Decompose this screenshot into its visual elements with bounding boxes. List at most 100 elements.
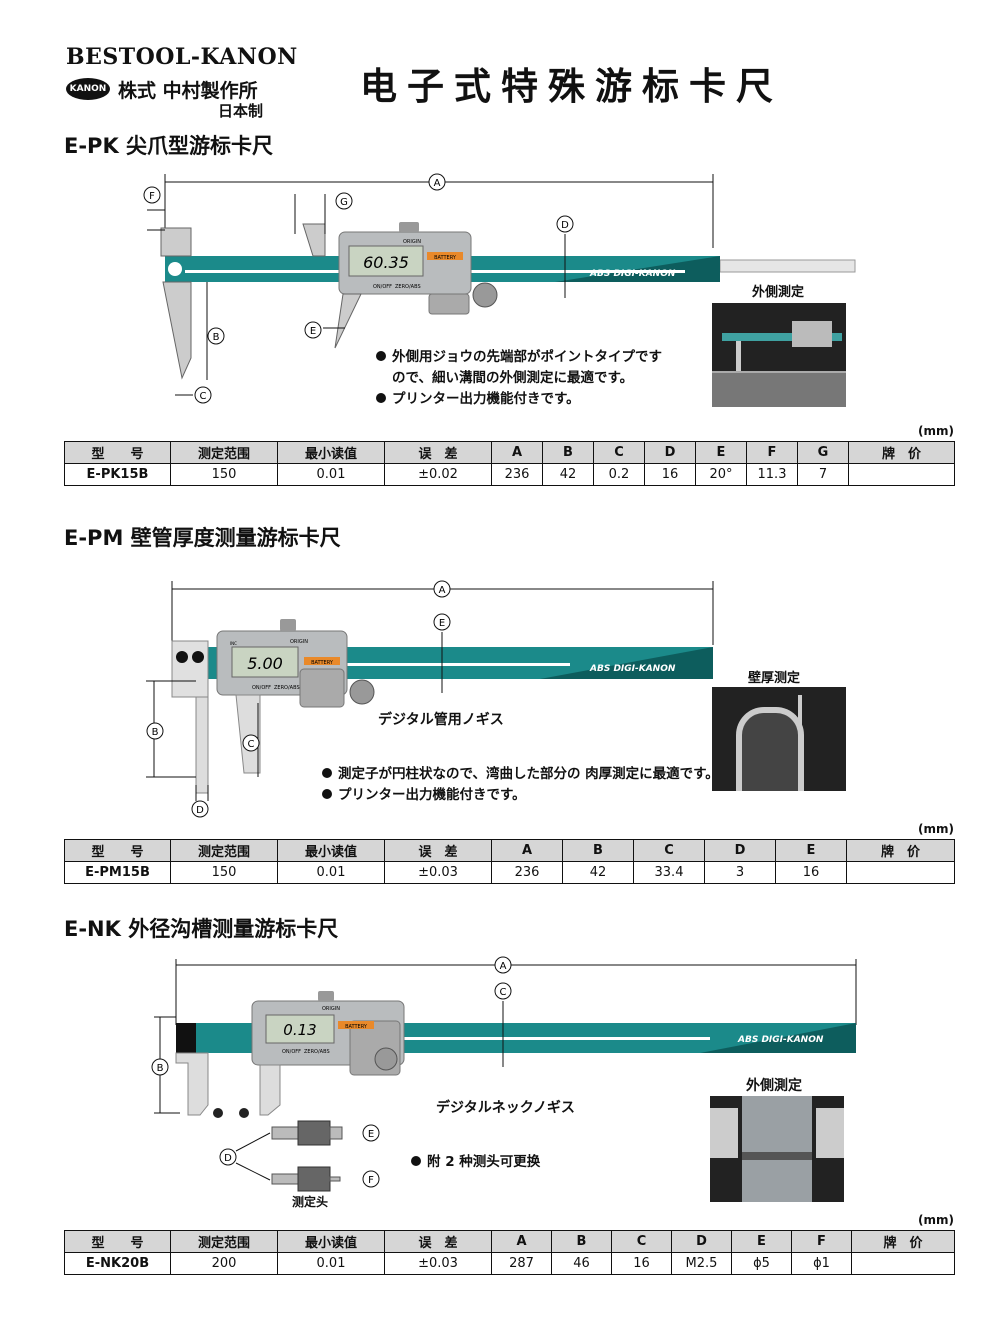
dim-label-e: E [368,1129,374,1140]
table-cell: 11.3 [746,463,798,486]
dim-label-c: C [500,987,507,998]
table-cell: E-PM15B [64,861,171,884]
depth-rod [719,259,856,273]
epm-caption: デジタル管用ノギス [378,712,504,728]
enk-caption: デジタルネックノギス [436,1100,575,1116]
dim-label-c: C [248,739,255,750]
note-line: 外側用ジョウの先端部がポイントタイプです [392,349,662,365]
tip-knurl [297,1166,331,1192]
moving-jaw [235,694,261,774]
unit-label: (mm) [918,1213,954,1227]
table-cell: M2.5 [671,1252,732,1275]
origin-label: ORIGIN [403,239,421,245]
table-header: 最小读值 [277,441,385,464]
page-title: 电子式特殊游标卡尺 [360,65,783,108]
section-title-epm: E-PM 壁管厚度测量游标卡尺 [64,526,341,550]
note-line: プリンター出力機能付きです。 [392,391,580,407]
table-header: C [633,839,705,862]
table-header: C [593,441,645,464]
table-header: A [491,441,543,464]
zero-label: ZERO/ABS [274,685,300,691]
table-header: 最小读值 [277,839,385,862]
zero-label: ZERO/ABS [304,1049,330,1055]
origin-label: ORIGIN [290,639,308,645]
dim-label-d: D [561,220,569,231]
dim-label-f: F [149,191,155,202]
lcd-display [348,245,424,277]
table-cell: ±0.03 [384,1252,492,1275]
table-header: B [551,1230,612,1253]
lcd-display [265,1014,335,1044]
enk-caliper-illustration: A ABS DIGI-KANON 0.13 BATTERY ORIGIN ON/… [151,956,857,1192]
table-header: A [491,839,563,862]
dim-label-e: E [310,326,316,337]
epk-measure-photo [712,303,846,407]
unit-label: (mm) [918,424,954,438]
table-cell: 3 [704,861,776,884]
dim-label-b: B [157,1063,164,1074]
table-cell: 200 [170,1252,278,1275]
table-cell: 150 [170,861,278,884]
onoff-label: ON/OFF [282,1049,301,1055]
made-in-japan: 日本制 [218,102,264,120]
table-header: B [562,839,634,862]
table-header: 型 号 [64,1230,171,1253]
table-header: D [671,1230,732,1253]
table-cell: 287 [491,1252,552,1275]
table-cell: E-PK15B [64,463,171,486]
table-cell: 236 [491,861,563,884]
table-header: E [775,839,847,862]
thumb-roller [374,1047,398,1071]
table-header: G [797,441,849,464]
epm-caliper-illustration: A ABS DIGI-KANON 5.00 BATTERY ORIGIN INC… [146,580,714,818]
table-cell: 46 [551,1252,612,1275]
dim-label-g: G [340,197,348,208]
company-name: 株式 中村製作所 [118,80,258,102]
dim-label-a: A [439,585,446,596]
table-header: D [704,839,776,862]
dim-label-a: A [500,961,507,972]
table-cell: 20° [695,463,747,486]
unit-label: (mm) [918,822,954,836]
photo-caption-epk: 外側測定 [752,285,805,300]
table-header: 误 差 [384,1230,492,1253]
lcd-value: 5.00 [247,654,283,673]
table-cell: 16 [644,463,696,486]
table-cell: E-NK20B [64,1252,171,1275]
table-header: 牌 价 [848,441,955,464]
table-header: A [491,1230,552,1253]
enk-notes: 附 2 种测头可更换 [411,1152,540,1173]
section-title-epk: E-PK 尖爪型游标卡尺 [64,134,274,158]
fixed-head [171,640,209,698]
onoff-label: ON/OFF [252,685,271,691]
epm-measure-photo [712,687,846,791]
epk-caliper-illustration: A ABS DIGI-KANON 60.35 BATTERY ORIGIN ON… [143,173,856,404]
table-header: B [542,441,594,464]
section-title-enk: E-NK 外径沟槽测量游标卡尺 [64,917,339,941]
table-cell: ±0.03 [384,861,492,884]
dim-label-b: B [152,727,159,738]
kanon-logo: KANON [66,78,110,100]
thumb-roller [472,282,498,308]
table-header: 测定范围 [170,1230,278,1253]
dim-label-d: D [224,1153,232,1164]
table-cell [848,463,955,486]
table-header: E [731,1230,792,1253]
lcd-value: 0.13 [283,1021,316,1039]
table-cell: 0.01 [277,1252,385,1275]
inc-label: INC [230,641,237,646]
dim-label-d: D [196,805,204,816]
table-header: 测定范围 [170,441,278,464]
table-cell: 16 [775,861,847,884]
lcd-value: 60.35 [363,253,409,272]
table-cell [846,861,955,884]
epk-notes: 外側用ジョウの先端部がポイントタイプです ので、細い溝間の外側測定に最適です。 … [376,347,662,410]
table-cell [851,1252,955,1275]
note-line: 測定子が円柱状なので、湾曲した部分の 肉厚測定に最適です。 [338,766,719,782]
table-cell: 7 [797,463,849,486]
origin-label: ORIGIN [322,1006,340,1012]
